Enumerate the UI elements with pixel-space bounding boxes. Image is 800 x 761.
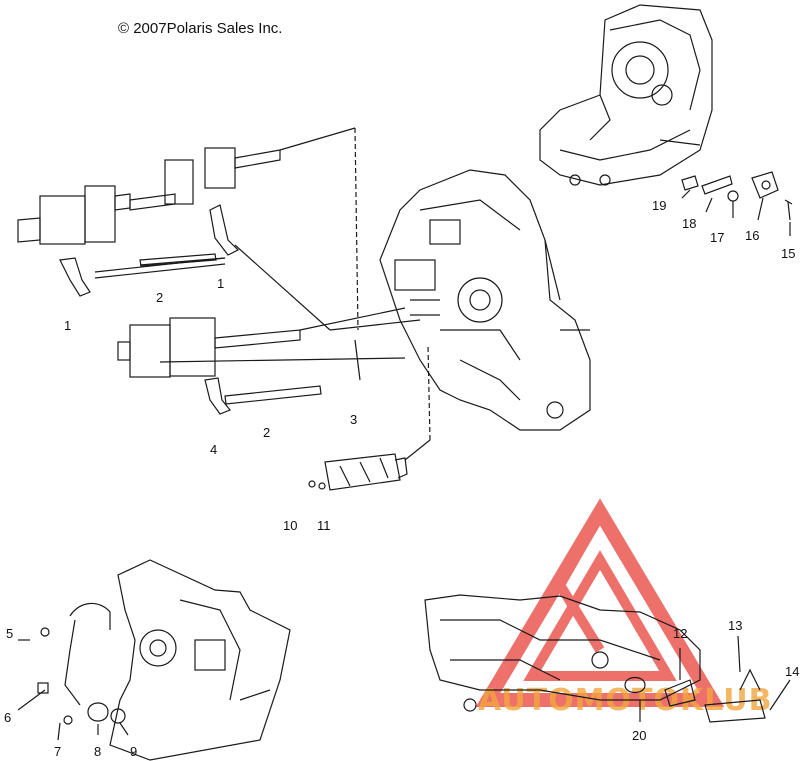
callout-label: 20	[632, 728, 646, 743]
speed-sensor-assembly	[17, 602, 129, 741]
shift-fork-upper	[59, 204, 240, 297]
callout-label: 15	[781, 246, 795, 261]
shift-drum	[308, 344, 431, 491]
callout-labels: 1 2 1 4 2 3 10 11 19 18 17 16 15 5 6 7 8…	[4, 198, 799, 759]
callout-label: 4	[210, 442, 217, 457]
callout-label: 7	[54, 744, 61, 759]
crankcase-right-top	[539, 4, 713, 186]
engine-linkage-bottom	[424, 594, 791, 723]
main-gear-shaft	[17, 127, 359, 331]
leader-lines	[234, 244, 421, 381]
callout-label: 1	[64, 318, 71, 333]
callout-label: 5	[6, 626, 13, 641]
watermark-stripe	[554, 512, 605, 653]
callout-label: 3	[350, 412, 357, 427]
callout-label: 8	[94, 744, 101, 759]
callout-label: 13	[728, 618, 742, 633]
callout-label: 1	[217, 276, 224, 291]
callout-label: 6	[4, 710, 11, 725]
watermark-logo	[475, 498, 725, 707]
callout-label: 18	[682, 216, 696, 231]
shift-fork-lower	[204, 377, 322, 415]
counter-gear-shaft	[117, 307, 406, 378]
callout-label: 2	[156, 290, 163, 305]
callout-label: 9	[130, 744, 137, 759]
callout-label: 12	[673, 626, 687, 641]
watermark-triangle-inner	[523, 550, 677, 681]
callout-label: 11	[317, 518, 331, 533]
callout-label: 19	[652, 198, 666, 213]
copyright-notice: © 2007Polaris Sales Inc.	[118, 20, 283, 37]
callout-label: 17	[710, 230, 724, 245]
parts-15-19	[681, 171, 793, 236]
crankcase-center	[379, 169, 591, 431]
callout-label: 14	[785, 664, 799, 679]
callout-label: 10	[283, 518, 297, 533]
callout-label: 2	[263, 425, 270, 440]
callout-label: 16	[745, 228, 759, 243]
crankcase-left-bottom	[109, 559, 291, 761]
shift-rail-upper	[139, 253, 217, 267]
